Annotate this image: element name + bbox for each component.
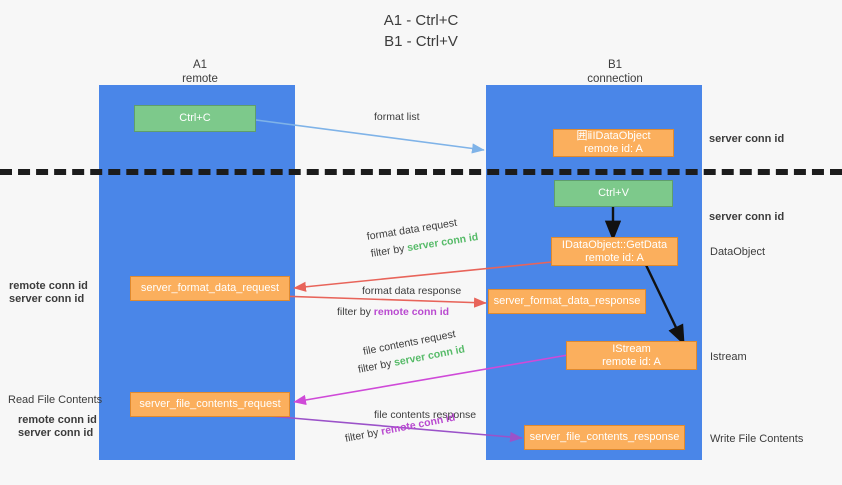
box-ctrl-v[interactable]: Ctrl+V bbox=[554, 180, 673, 207]
left-label-remote-conn-id-low: remote conn id bbox=[18, 414, 97, 426]
lane-a1-sub: remote bbox=[182, 73, 218, 85]
box-server-file-contents-response[interactable]: server_file_contents_response bbox=[524, 425, 685, 450]
filter-prefix: filter by bbox=[337, 306, 371, 318]
box-ctrl-v-label: Ctrl+V bbox=[598, 187, 629, 199]
arrow-getdata-to-istream bbox=[644, 264, 685, 346]
right-label-write-file-contents: Write File Contents bbox=[710, 433, 804, 445]
box-ctrl-c-label: Ctrl+C bbox=[179, 112, 211, 124]
left-label-remote-conn-id-mid: remote conn id bbox=[9, 280, 88, 292]
lane-header-b1: B1 connection bbox=[535, 58, 695, 86]
filter-key-remote-conn-id: remote conn id bbox=[373, 306, 450, 318]
box-istream[interactable]: IStream remote id: A bbox=[566, 341, 697, 370]
box-server-file-contents-request-label: server_file_contents_request bbox=[139, 398, 281, 410]
label-file-contents-response: file contents response bbox=[374, 409, 477, 421]
right-label-istream: Istream bbox=[710, 351, 747, 363]
dashed-separator bbox=[0, 169, 842, 175]
arrow-file-contents-request bbox=[293, 354, 569, 406]
box-ctrl-c[interactable]: Ctrl+C bbox=[134, 105, 256, 132]
lane-a1-name: A1 bbox=[192, 59, 208, 71]
lane-header-a1: A1 remote bbox=[140, 58, 260, 86]
label-format-data-response-filter: filter by remote conn id bbox=[337, 306, 449, 319]
lane-b1-name: B1 bbox=[607, 59, 623, 71]
lane-b1-sub: connection bbox=[587, 73, 643, 85]
box-server-format-data-response-label: server_format_data_response bbox=[493, 295, 641, 307]
box-idataobject-top[interactable]: 囲ⅱIDataObject remote id: A bbox=[553, 129, 674, 157]
title-line-1: A1 - Ctrl+C bbox=[383, 12, 459, 29]
box-getdata-line1: IDataObject::GetData bbox=[561, 238, 668, 251]
box-server-format-data-request[interactable]: server_format_data_request bbox=[130, 276, 290, 301]
box-idataobject-top-line1: 囲ⅱIDataObject bbox=[576, 130, 651, 142]
box-idataobject-top-line2: remote id: A bbox=[584, 143, 643, 155]
box-idataobject-getdata[interactable]: IDataObject::GetData remote id: A bbox=[551, 237, 678, 266]
box-istream-line2: remote id: A bbox=[602, 355, 661, 368]
box-server-format-data-response[interactable]: server_format_data_response bbox=[488, 289, 646, 314]
title-line-2: B1 - Ctrl+V bbox=[384, 33, 458, 50]
box-server-file-contents-request[interactable]: server_file_contents_request bbox=[130, 392, 290, 417]
label-format-data-response: format data response bbox=[362, 285, 462, 297]
arrow-format-list bbox=[255, 119, 485, 154]
box-server-format-data-request-label: server_format_data_request bbox=[140, 282, 280, 294]
left-label-read-file-contents: Read File Contents bbox=[8, 394, 103, 406]
left-label-server-conn-id-low: server conn id bbox=[18, 427, 94, 439]
box-server-file-contents-response-label: server_file_contents_response bbox=[529, 431, 680, 443]
box-getdata-line2: remote id: A bbox=[585, 251, 644, 264]
right-label-dataobject: DataObject bbox=[710, 246, 766, 258]
arrow-format-data-request bbox=[293, 261, 553, 292]
right-label-server-conn-id-top: server conn id bbox=[709, 133, 785, 145]
right-label-server-conn-id-mid: server conn id bbox=[709, 211, 785, 223]
label-format-list: format list bbox=[374, 111, 420, 123]
page-title: A1 - Ctrl+C B1 - Ctrl+V bbox=[0, 10, 842, 52]
left-label-server-conn-id-mid: server conn id bbox=[9, 293, 85, 305]
box-istream-line1: IStream bbox=[612, 342, 651, 355]
